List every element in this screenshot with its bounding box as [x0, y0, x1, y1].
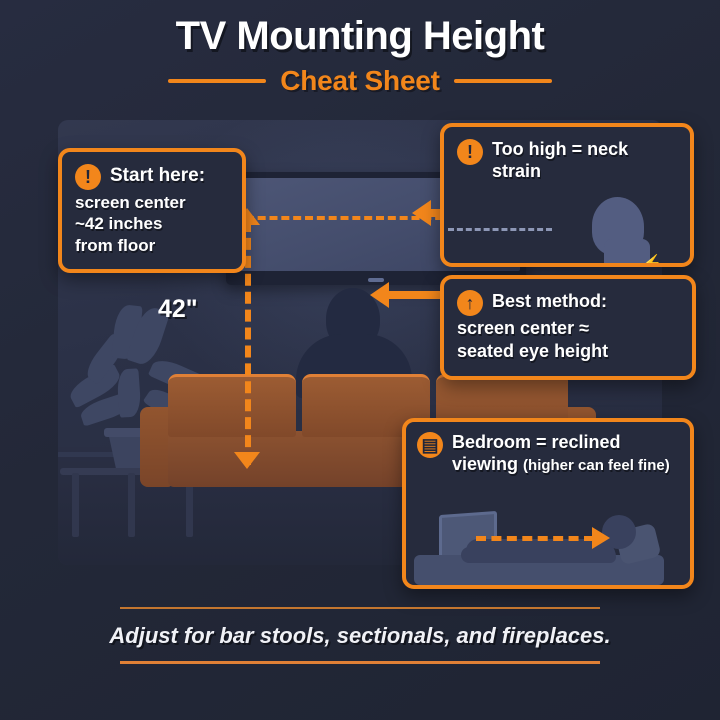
- callout-too-high[interactable]: ! Too high = neck strain ⚡ ⚡: [440, 123, 694, 267]
- bedroom-sightline-arrow-icon: [592, 527, 610, 549]
- eye-level-arrow-icon: ↑: [457, 290, 483, 316]
- eye-level-dashed-line: [234, 216, 526, 220]
- callout-start-line1: Start here:: [110, 165, 206, 186]
- connector-bar: [388, 291, 446, 299]
- callout-start-line2: screen center: [75, 193, 186, 212]
- connector-arrow-left-icon: [412, 200, 431, 226]
- footer-rule-top: [120, 607, 600, 609]
- page-title: TV Mounting Height: [175, 14, 545, 58]
- warning-icon: !: [75, 164, 101, 190]
- page-subtitle: Cheat Sheet: [280, 64, 440, 96]
- warning-icon: !: [457, 139, 483, 165]
- subtitle-row: Cheat Sheet: [0, 65, 720, 97]
- bedroom-illustration: [406, 499, 668, 585]
- callout-best-method[interactable]: ↑ Best method: screen center ≈ seated ey…: [440, 275, 696, 380]
- callout-bedroom[interactable]: ▤ Bedroom = reclined viewing (higher can…: [402, 418, 694, 589]
- callout-start-line4: from floor: [75, 235, 156, 255]
- callout-bedroom-paren: (higher can feel fine): [523, 456, 670, 474]
- side-table: [60, 468, 210, 475]
- callout-best-text: Best method:: [492, 290, 607, 313]
- callout-too-high-line1: Too high = neck: [492, 139, 629, 159]
- couch-arm-left: [140, 407, 172, 487]
- callout-best-line1: Best method:: [492, 291, 608, 311]
- callout-best-head: ↑ Best method:: [457, 290, 679, 316]
- dimension-arrow-down-icon: [234, 452, 260, 469]
- callout-start-line3: ~42 inches: [75, 214, 163, 234]
- footer-text: Adjust for bar stools, sectionals, and f…: [109, 623, 611, 648]
- bed-icon: ▤: [417, 432, 443, 458]
- tv-led-icon: [368, 278, 384, 282]
- connector-arrow-left-icon: [370, 282, 389, 308]
- plant-leaf-icon: [116, 368, 142, 418]
- couch-cushion: [168, 374, 296, 437]
- callout-best-body: screen center ≈ seated eye height: [457, 317, 679, 363]
- callout-bedroom-text: Bedroom = reclined viewing (higher can f…: [452, 432, 670, 475]
- callout-best-line2: screen center ≈: [457, 318, 589, 338]
- table-leg: [128, 473, 135, 537]
- footer-rule-bottom: [120, 661, 600, 664]
- table-leg: [72, 473, 79, 537]
- too-high-sightline: [448, 228, 552, 231]
- subtitle-rule-right: [453, 78, 552, 83]
- callout-too-high-line2: strain: [492, 160, 542, 181]
- callout-bedroom-line1: Bedroom = reclined: [452, 432, 621, 452]
- callout-start-head: ! Start here:: [75, 164, 229, 190]
- callout-bedroom-head: ▤ Bedroom = reclined viewing (higher can…: [417, 432, 679, 475]
- table-leg: [186, 473, 193, 537]
- callout-bedroom-line2: viewing: [452, 453, 519, 474]
- height-dimension-line: [245, 220, 251, 465]
- callout-start-body: screen center ~42 inches from floor: [75, 192, 229, 256]
- callout-start-here[interactable]: ! Start here: screen center ~42 inches f…: [58, 148, 246, 274]
- subtitle-rule-left: [168, 78, 267, 83]
- header: TV Mounting Height Cheat Sheet: [0, 14, 720, 97]
- callout-too-high-text: Too high = neck strain: [492, 139, 628, 182]
- bedroom-sightline: [476, 536, 594, 541]
- callout-too-high-head: ! Too high = neck strain: [457, 139, 677, 182]
- reclined-person-body: [466, 539, 616, 563]
- callout-best-line3: seated eye height: [457, 340, 609, 361]
- footer: Adjust for bar stools, sectionals, and f…: [0, 607, 720, 664]
- plant-pot-rim: [104, 428, 168, 437]
- callout-start-text: Start here:: [110, 164, 205, 188]
- callout-bedroom-line2-wrap: viewing (higher can feel fine): [452, 454, 670, 476]
- height-dimension-label: 42": [158, 295, 198, 323]
- strain-neck-icon: [604, 239, 650, 263]
- neck-strain-illustration: ⚡ ⚡: [558, 189, 690, 263]
